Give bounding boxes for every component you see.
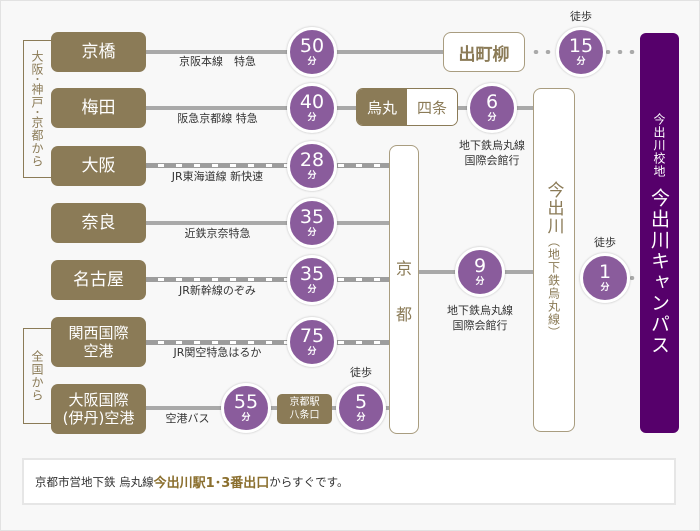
origin-nara: 奈良 <box>51 203 146 243</box>
line-haruka <box>146 340 389 345</box>
shijo-label: 四条 <box>407 89 457 125</box>
kyoto-name: 京 <box>395 258 412 278</box>
time-unit: 分 <box>356 413 366 423</box>
imadegawa-line: （地下鉄烏丸線） <box>546 235 561 339</box>
time-value: 35 <box>299 206 325 228</box>
line-label: JR関空特急はるか <box>173 346 262 359</box>
destination-campus: 今出川校地 今出川キャンパス <box>640 33 679 433</box>
time-unit: 分 <box>307 113 317 123</box>
group-kansai-label: 大阪･神戸･京都から <box>30 49 44 168</box>
time-unit: 分 <box>576 57 586 67</box>
note-prefix: 京都市営地下鉄 烏丸線 <box>35 474 154 489</box>
time-value: 1 <box>598 261 612 283</box>
time-value: 50 <box>299 35 325 57</box>
line-label: 地下鉄烏丸線 国際会館行 <box>459 139 525 167</box>
time-unit: 分 <box>241 413 251 423</box>
kyoto-name: 都 <box>395 304 412 324</box>
walk-label: 徒歩 <box>350 366 372 379</box>
time-unit: 分 <box>487 113 497 123</box>
origin-kix: 関西国際 空港 <box>51 317 146 367</box>
line-label: 京阪本線 特急 <box>179 55 256 68</box>
station-imadegawa: 今出川 （地下鉄烏丸線） <box>533 88 575 432</box>
line-label: 近鉄京奈特急 <box>184 227 251 240</box>
group-national: 全国から <box>23 328 51 424</box>
line-label: JR東海道線 新快速 <box>171 170 264 183</box>
origin-itami: 大阪国際 (伊丹)空港 <box>51 384 146 434</box>
line-label: JR新幹線のぞみ <box>179 284 256 297</box>
note-highlight: 今出川駅1･3番出口 <box>153 476 270 491</box>
campus-name: 今出川キャンパス <box>648 188 670 356</box>
time-unit: 分 <box>307 57 317 67</box>
imadegawa-name: 今出川 <box>543 181 564 235</box>
group-kansai: 大阪･神戸･京都から <box>23 40 51 178</box>
origin-kyobashi: 京橋 <box>51 32 146 72</box>
time-value: 15 <box>568 35 594 57</box>
time-unit: 分 <box>307 285 317 295</box>
note-suffix: からすぐです。 <box>269 474 349 489</box>
time-value: 55 <box>233 391 259 413</box>
time-value: 5 <box>354 391 368 413</box>
line-kintetsu <box>146 221 389 225</box>
group-national-label: 全国から <box>30 350 44 402</box>
time-value: 40 <box>299 91 325 113</box>
station-demachiyanagi: 出町柳 <box>443 32 525 72</box>
time-value: 9 <box>473 255 487 277</box>
line-label: 空港バス <box>165 412 210 425</box>
line-hankyu <box>146 106 356 110</box>
time-unit: 分 <box>307 228 317 238</box>
time-unit: 分 <box>600 283 610 293</box>
transfer-hachijo: 京都駅 八条口 <box>277 394 332 424</box>
walk-label: 徒歩 <box>570 10 592 23</box>
line-label: 地下鉄烏丸線 国際会館行 <box>447 304 513 332</box>
line-label: 阪急京都線 特急 <box>177 112 258 125</box>
origin-nagoya: 名古屋 <box>51 260 146 300</box>
station-kyoto: 京都 <box>389 145 419 434</box>
station-karasuma-shijo: 烏丸 四条 <box>356 88 458 126</box>
line-jr-tokaido <box>146 163 389 168</box>
time-unit: 分 <box>307 347 317 357</box>
karasuma-label: 烏丸 <box>357 89 407 125</box>
time-value: 28 <box>299 149 325 171</box>
time-unit: 分 <box>475 277 485 287</box>
time-unit: 分 <box>307 171 317 181</box>
line-shinkansen <box>146 277 389 282</box>
origin-umeda: 梅田 <box>51 88 146 128</box>
origin-osaka: 大阪 <box>51 146 146 186</box>
campus-sub: 今出川校地 <box>652 113 666 178</box>
time-value: 75 <box>299 325 325 347</box>
walk-label: 徒歩 <box>594 236 616 249</box>
access-note: 京都市営地下鉄 烏丸線今出川駅1･3番出口からすぐです。 <box>22 458 676 505</box>
time-value: 35 <box>299 263 325 285</box>
time-value: 6 <box>485 91 499 113</box>
